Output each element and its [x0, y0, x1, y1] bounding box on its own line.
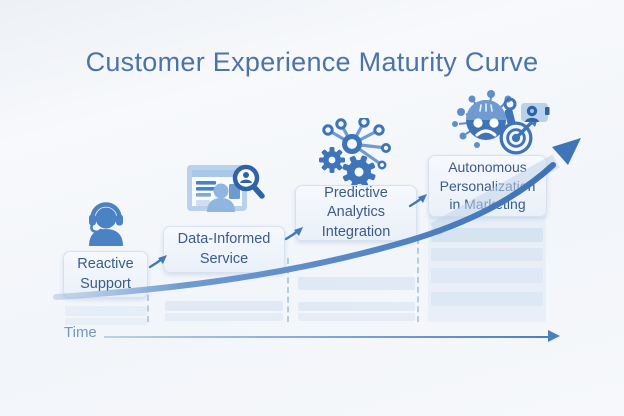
- gears-network-icon: [319, 118, 392, 188]
- ghost-strip: [431, 292, 543, 306]
- ghost-strip: [65, 318, 147, 325]
- stage-label: Data-Informed Service: [177, 231, 271, 267]
- gear-small: [319, 147, 345, 173]
- ghost-strip: [431, 268, 543, 283]
- time-axis-label: Time: [64, 324, 97, 341]
- ghost-strip: [431, 248, 543, 261]
- ai-robot-target-icon: [452, 90, 550, 155]
- stage-transition-arrow-icon: [148, 255, 167, 269]
- ghost-strip: [431, 228, 543, 242]
- curve-arrowhead-icon: [552, 138, 581, 165]
- stage-label: Reactive Support: [77, 256, 134, 292]
- stage-box-autonomous-personalization: Autonomous Personalization in Marketing: [428, 155, 547, 217]
- stage-divider-line: [147, 295, 149, 322]
- ghost-strip: [165, 301, 283, 311]
- stage-divider-line: [417, 238, 419, 322]
- ghost-strip: [298, 302, 415, 311]
- ghost-strip: [165, 313, 283, 321]
- stage-label: Predictive Analytics Integration: [321, 185, 391, 240]
- stage-transition-arrow-icon: [284, 227, 303, 241]
- stage-box-data-informed-service: Data-Informed Service: [163, 226, 285, 273]
- time-axis-line: [104, 336, 550, 338]
- gear-large: [342, 155, 376, 188]
- stage-box-predictive-analytics: Predictive Analytics Integration: [295, 185, 417, 241]
- stage-label: Autonomous Personalization in Marketing: [439, 159, 536, 213]
- ghost-strip: [298, 313, 415, 321]
- ghost-strip: [298, 277, 415, 290]
- support-agent-icon: [89, 202, 123, 246]
- monitor-analysis-icon: [187, 164, 265, 212]
- time-axis-arrowhead-icon: [548, 330, 560, 342]
- page-title: Customer Experience Maturity Curve: [85, 47, 539, 77]
- stage-box-reactive-support: Reactive Support: [63, 251, 148, 298]
- ghost-strip: [65, 306, 147, 316]
- stage-divider-line: [287, 258, 289, 322]
- stage-transition-arrow-icon: [408, 194, 427, 208]
